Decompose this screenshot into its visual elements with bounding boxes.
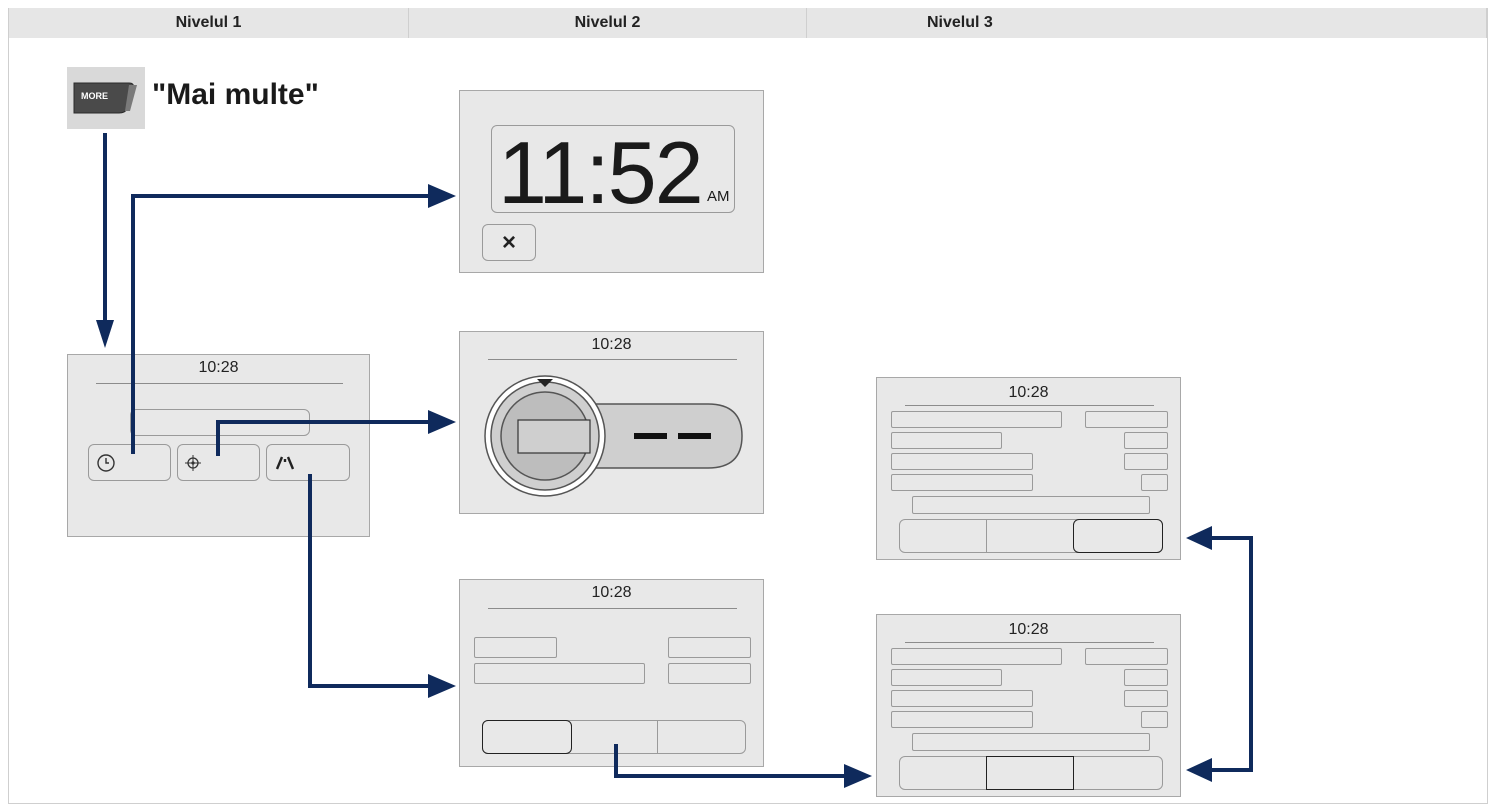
compass-button[interactable] <box>177 444 260 481</box>
sub-field[interactable] <box>891 453 1033 470</box>
clock-time: 11:52 <box>498 123 704 222</box>
close-button[interactable]: × <box>482 224 536 261</box>
sub-field[interactable] <box>1124 432 1168 449</box>
sub-field[interactable] <box>1085 411 1168 428</box>
title-underline <box>905 405 1154 406</box>
sub-screen-b-time: 10:28 <box>1008 621 1049 638</box>
title-underline <box>488 608 737 609</box>
sub-field-wide[interactable] <box>912 496 1150 514</box>
header-level3: Nivelul 3 <box>807 8 1487 38</box>
sub-screen-a-time: 10:28 <box>1008 384 1049 401</box>
sub-field[interactable] <box>891 711 1033 728</box>
title-underline <box>488 359 737 360</box>
settings-screen-time: 10:28 <box>591 584 632 601</box>
sub-field[interactable] <box>1141 711 1168 728</box>
clock-display: 11:52 AM <box>491 123 735 222</box>
settings-field[interactable] <box>668 663 751 684</box>
sub-tab-2[interactable] <box>986 756 1074 790</box>
tab-divider <box>986 520 987 552</box>
more-caption: "Mai multe" <box>152 78 319 111</box>
tab-divider <box>657 721 658 753</box>
compass-screen-time: 10:28 <box>591 336 632 353</box>
compass-screen: 10:28 <box>459 331 764 514</box>
sub-tab-3[interactable] <box>1073 519 1163 553</box>
sub-field[interactable] <box>891 648 1062 665</box>
sub-field-wide[interactable] <box>912 733 1150 751</box>
road-button[interactable] <box>266 444 350 481</box>
sub-field[interactable] <box>891 411 1062 428</box>
more-icon <box>73 82 137 114</box>
header-level1: Nivelul 1 <box>9 8 409 38</box>
sub-screen-a: 10:28 <box>876 377 1181 560</box>
header-level2: Nivelul 2 <box>409 8 807 38</box>
sub-screen-b: 10:28 <box>876 614 1181 797</box>
settings-tab-1[interactable] <box>482 720 572 754</box>
sub-field[interactable] <box>1124 690 1168 707</box>
sub-field[interactable] <box>891 432 1002 449</box>
more-icon-label: MORE <box>81 91 108 101</box>
sub-field[interactable] <box>1141 474 1168 491</box>
clock-icon <box>97 454 115 472</box>
clock-button[interactable] <box>88 444 171 481</box>
compass-icon <box>185 455 201 471</box>
title-underline <box>96 383 343 384</box>
clock-ampm: AM <box>707 188 730 205</box>
sub-field[interactable] <box>891 669 1002 686</box>
title-underline <box>905 642 1154 643</box>
sub-field[interactable] <box>891 690 1033 707</box>
sub-field[interactable] <box>1124 453 1168 470</box>
settings-field[interactable] <box>668 637 751 658</box>
sub-field[interactable] <box>1124 669 1168 686</box>
road-icon <box>275 456 295 470</box>
settings-field[interactable] <box>474 637 557 658</box>
settings-field[interactable] <box>474 663 645 684</box>
sub-field[interactable] <box>891 474 1033 491</box>
main-screen: 10:28 <box>67 354 370 537</box>
main-screen-field <box>130 409 310 436</box>
compass-dial <box>484 375 743 497</box>
clock-screen: 11:52 AM × <box>459 90 764 273</box>
sub-field[interactable] <box>1085 648 1168 665</box>
more-button[interactable]: MORE <box>67 67 145 129</box>
main-screen-time: 10:28 <box>198 359 239 376</box>
settings-screen: 10:28 <box>459 579 764 767</box>
